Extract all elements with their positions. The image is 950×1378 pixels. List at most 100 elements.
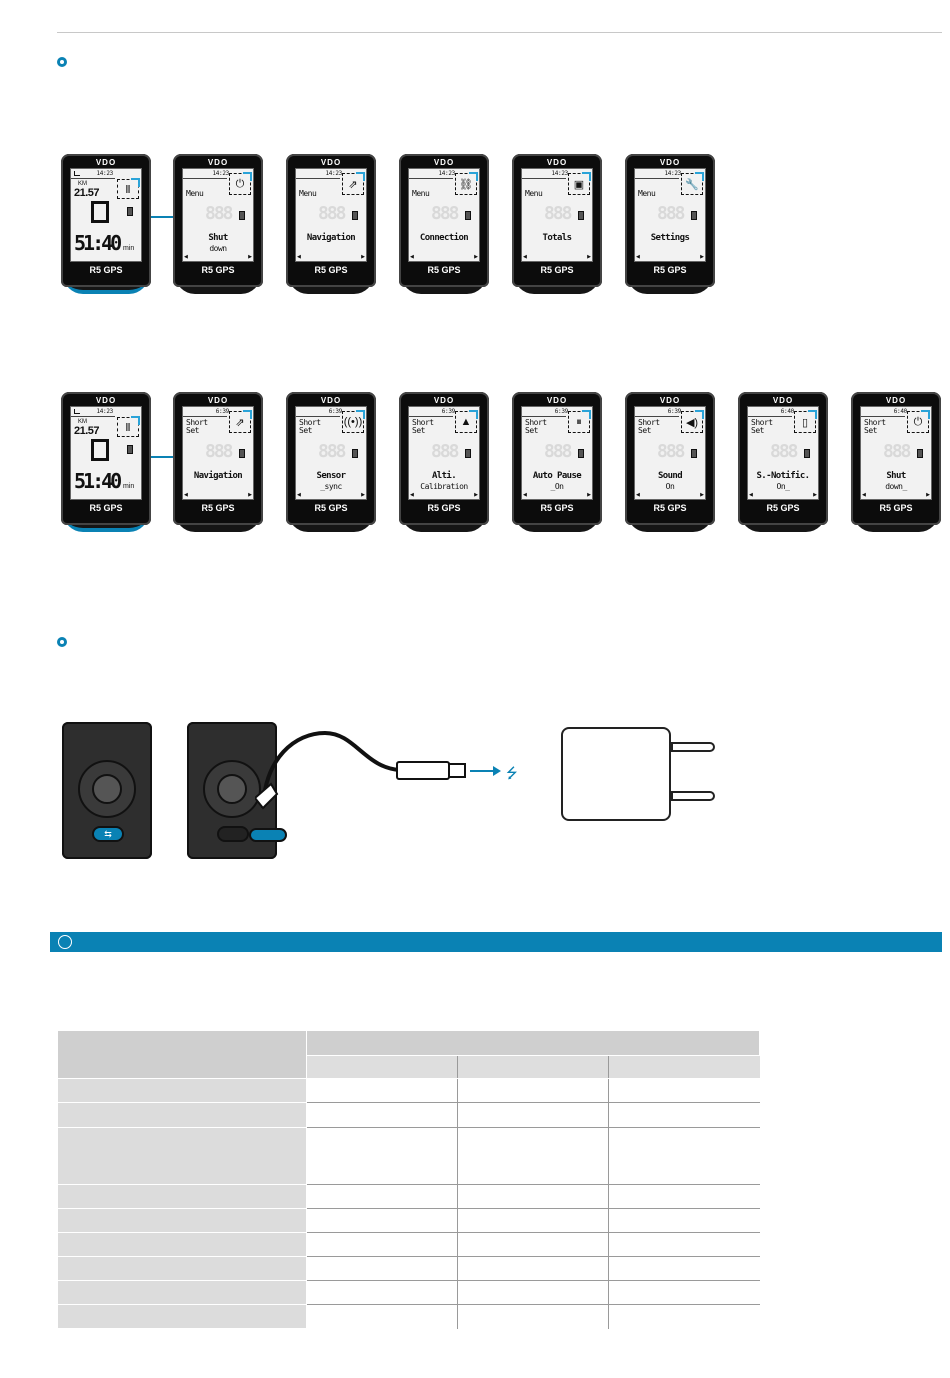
arrow-right-icon: ▶: [700, 492, 704, 498]
screen-rule: [748, 416, 792, 417]
arrow-right-icon: ▶: [474, 254, 478, 260]
battery-icon: [127, 445, 133, 454]
menu-word: Menu: [525, 189, 543, 198]
battery-icon: [127, 207, 133, 216]
section-header-bar: [50, 932, 942, 952]
arrow-right-icon: ▶: [926, 492, 930, 498]
ride-time: 51:40: [74, 469, 122, 493]
device-ride-screen-1: VDO 14:23 KM 21.57 Ⅱ 51:40 min R5 GPS: [61, 154, 151, 294]
ghost-digits: 888: [318, 441, 346, 462]
device-brand: VDO: [95, 396, 117, 405]
device-body: VDO 14:23 KM 21.57 Ⅱ 51:40 min R5 GPS: [61, 392, 151, 525]
nav-arrows: ◀▶: [297, 254, 365, 260]
screen-rule: [183, 416, 227, 417]
device-back-charging: [187, 722, 287, 862]
battery-icon: [578, 449, 584, 458]
device-brand: VDO: [659, 158, 681, 167]
table-row: [57, 1184, 760, 1209]
charger-adapter-icon: [561, 727, 715, 821]
table-group-header: [306, 1030, 760, 1056]
connector-line: [151, 216, 173, 218]
device-brand: VDO: [546, 158, 568, 167]
menu-label: Sound: [657, 471, 683, 481]
ride-time: 51:40: [74, 231, 122, 255]
device-model: R5 GPS: [879, 503, 913, 513]
arrow-right-icon: ▶: [248, 254, 252, 260]
battery-icon: [917, 449, 923, 458]
clock-time: 14:23: [664, 170, 681, 177]
device-model: R5 GPS: [540, 265, 574, 275]
arrow-left-icon: ◀: [636, 492, 640, 498]
arrow-left-icon: ◀: [184, 254, 188, 260]
menu-label: Connection: [419, 233, 469, 243]
screen-rule: [409, 416, 453, 417]
menu-label: Navigation: [193, 471, 243, 481]
device-screen: 14:23 KM 21.57 Ⅱ 51:40 min: [70, 168, 142, 262]
power-icon: ⏻: [229, 172, 252, 195]
section-circle-icon: [58, 935, 72, 949]
nav-arrows: ◀▶: [184, 254, 252, 260]
screen-rule: [861, 416, 905, 417]
nav-arrows: ◀▶: [410, 492, 478, 498]
table-subheader: [457, 1055, 609, 1079]
ghost-digits: 888: [431, 203, 459, 224]
table-row: [57, 1232, 760, 1257]
menu-sublabel: _On: [550, 482, 564, 491]
table-row: [57, 1256, 760, 1281]
arrow-right-icon: ▶: [700, 254, 704, 260]
device-model: R5 GPS: [89, 265, 123, 275]
device-brand: VDO: [207, 396, 229, 405]
device-screen: 14:23 KM 21.57 Ⅱ 51:40 min: [70, 406, 142, 500]
altitude-icon: ▲: [455, 410, 478, 433]
device-brand: VDO: [433, 158, 455, 167]
clock-time: 6:39: [328, 408, 343, 415]
device-brand: VDO: [95, 158, 117, 167]
device-model: R5 GPS: [766, 503, 800, 513]
battery-icon: [465, 449, 471, 458]
device-model: R5 GPS: [653, 265, 687, 275]
nav-arrows: ◀▶: [184, 492, 252, 498]
arrow-left-icon: ◀: [749, 492, 753, 498]
nav-arrows: ◀▶: [297, 492, 365, 498]
arrow-left-icon: ◀: [636, 254, 640, 260]
ghost-digits: 888: [544, 441, 572, 462]
arrow-right-icon: ▶: [587, 254, 591, 260]
table-row: [57, 1102, 760, 1128]
clock-time: 6:39: [441, 408, 456, 415]
table-subheader: [306, 1055, 458, 1079]
clock-time: 6:39: [667, 408, 682, 415]
menu-label: S.-Notific.: [756, 471, 810, 481]
battery-icon: [352, 211, 358, 220]
signal-icon: [74, 409, 80, 414]
device-body: VDO 14:23 KM 21.57 Ⅱ 51:40 min R5 GPS: [61, 154, 151, 287]
arrow-left-icon: ◀: [297, 492, 301, 498]
big-digit-icon: [91, 201, 109, 223]
nav-arrows: ◀▶: [523, 254, 591, 260]
clock-time: 14:23: [438, 170, 455, 177]
screen-rule: [71, 416, 115, 417]
charger-prong-icon: [671, 791, 715, 801]
ghost-digits: 888: [431, 441, 459, 462]
nav-arrows: ◀▶: [636, 254, 704, 260]
screen-rule: [71, 178, 115, 179]
ghost-digits: 888: [657, 441, 685, 462]
